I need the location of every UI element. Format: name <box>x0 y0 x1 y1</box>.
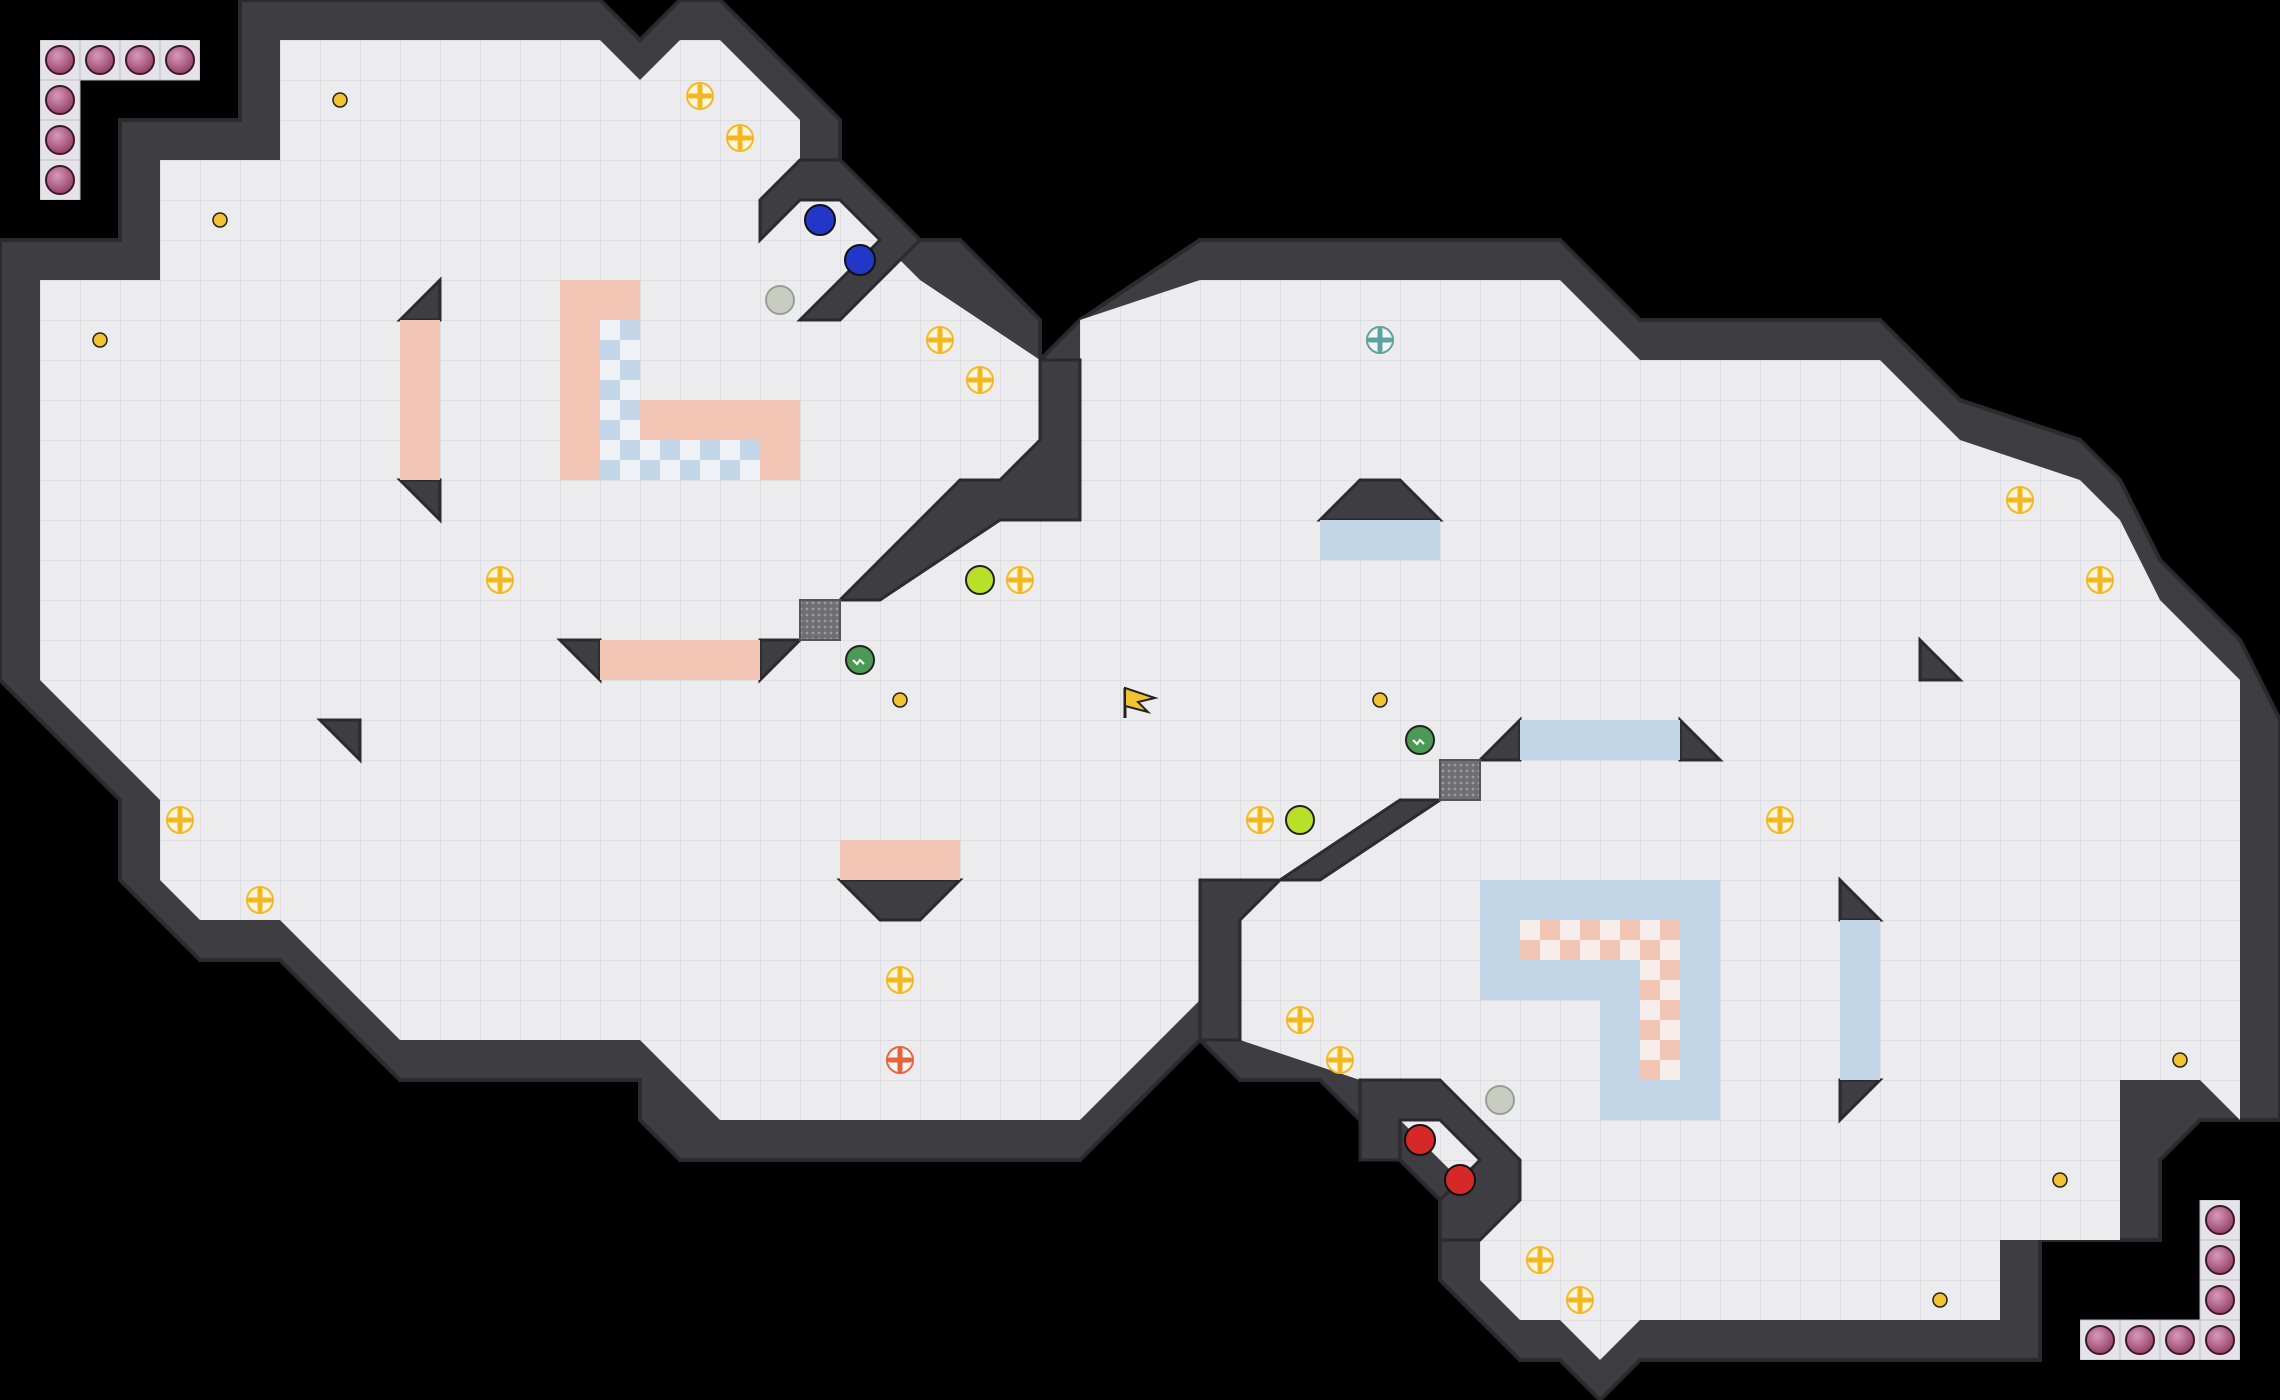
boost-tile <box>1326 1046 1354 1074</box>
boost-tile <box>2086 566 2114 594</box>
spike-ball <box>892 692 908 708</box>
spike-ball <box>332 92 348 108</box>
ball-icon <box>79 40 121 81</box>
ball-icon <box>2199 1279 2240 1321</box>
ball-icon <box>2119 1319 2161 1360</box>
boost-tile <box>1286 1006 1314 1034</box>
spike-ball <box>2052 1172 2068 1188</box>
gate <box>799 599 841 641</box>
ball-icon <box>40 79 81 121</box>
ball-icon <box>40 119 81 161</box>
bomb <box>845 645 875 675</box>
boost-tile <box>686 82 714 110</box>
powerup <box>965 565 995 595</box>
boost-tile <box>486 566 514 594</box>
boost-tile <box>1566 1286 1594 1314</box>
lives-bottom-right <box>2080 1200 2240 1360</box>
ball-icon <box>119 40 161 81</box>
spike-ball <box>2172 1052 2188 1068</box>
spike-ball <box>1932 1292 1948 1308</box>
inner-walls <box>316 158 1964 1242</box>
boost-tile <box>886 966 914 994</box>
bomb <box>1405 725 1435 755</box>
spike-ball <box>92 332 108 348</box>
portal <box>1485 1085 1515 1115</box>
blue-player <box>804 204 836 236</box>
gate <box>1439 759 1481 801</box>
red-boost-tile <box>886 1046 914 1074</box>
flag-icon <box>1123 686 1159 718</box>
spike-ball <box>1372 692 1388 708</box>
boost-tile <box>166 806 194 834</box>
spike-ball <box>212 212 228 228</box>
boost-tile <box>2006 486 2034 514</box>
blue-boost-tile <box>1366 326 1394 354</box>
boost-tile <box>246 886 274 914</box>
lives-top-left <box>40 40 200 200</box>
ball-icon <box>2080 1319 2121 1360</box>
gates <box>799 599 1481 801</box>
boost-tile <box>926 326 954 354</box>
ball-icon <box>2159 1319 2201 1360</box>
boost-tile <box>1766 806 1794 834</box>
ball-icon <box>2199 1200 2240 1241</box>
red-player <box>1444 1164 1476 1196</box>
red-zones <box>400 280 960 880</box>
ball-icon <box>2199 1239 2240 1281</box>
boost-tile <box>1526 1246 1554 1274</box>
blue-zones <box>1320 520 1880 1120</box>
boost-tile <box>966 366 994 394</box>
blue-player <box>844 244 876 276</box>
portal <box>765 285 795 315</box>
red-player <box>1404 1124 1436 1156</box>
boost-tile <box>726 124 754 152</box>
ball-icon <box>2199 1319 2240 1360</box>
powerup <box>1285 805 1315 835</box>
boost-tile <box>1006 566 1034 594</box>
boost-tile <box>1246 806 1274 834</box>
ball-icon <box>159 40 200 81</box>
ball-icon <box>40 40 81 81</box>
ball-icon <box>40 159 81 200</box>
